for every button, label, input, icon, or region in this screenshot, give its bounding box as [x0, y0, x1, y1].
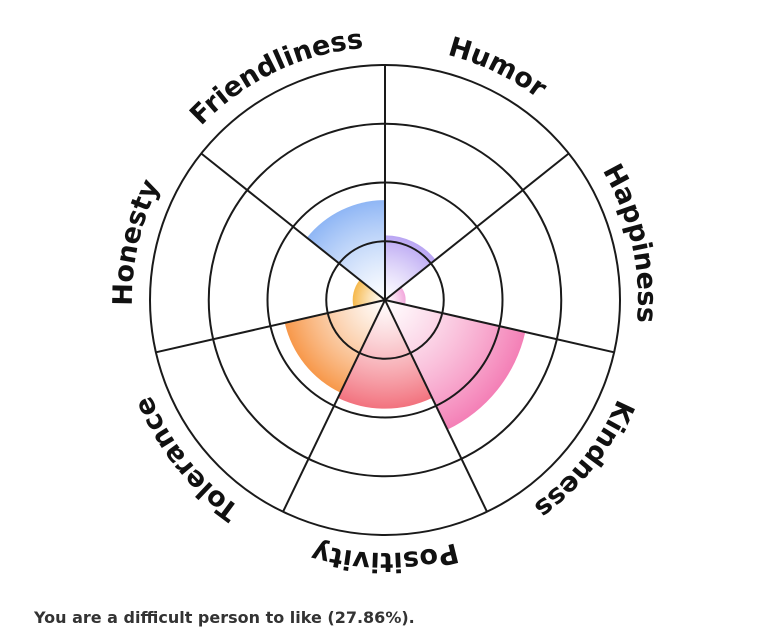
grid-spoke — [282, 299, 386, 513]
sector-kindness — [385, 300, 526, 430]
sector-friendliness — [306, 200, 385, 300]
category-label-friendliness: Friendliness — [184, 24, 364, 131]
grid-spoke — [155, 299, 386, 354]
sector-tolerance — [284, 300, 385, 393]
grid-spoke — [384, 299, 615, 354]
sector-humor — [385, 235, 436, 300]
grid-spoke — [384, 152, 570, 301]
grid-spoke — [384, 299, 488, 513]
category-label-positivity: Positivity — [308, 536, 462, 577]
result-text: You are a difficult person to like (27.8… — [34, 608, 415, 627]
category-label-kindness: Kindness — [529, 395, 640, 524]
category-label-happiness: Happiness — [596, 159, 662, 324]
sector-honesty — [352, 279, 385, 308]
grid-spoke — [200, 152, 386, 301]
category-label-tolerance: Tolerance — [128, 392, 244, 527]
sector-positivity — [337, 300, 433, 409]
